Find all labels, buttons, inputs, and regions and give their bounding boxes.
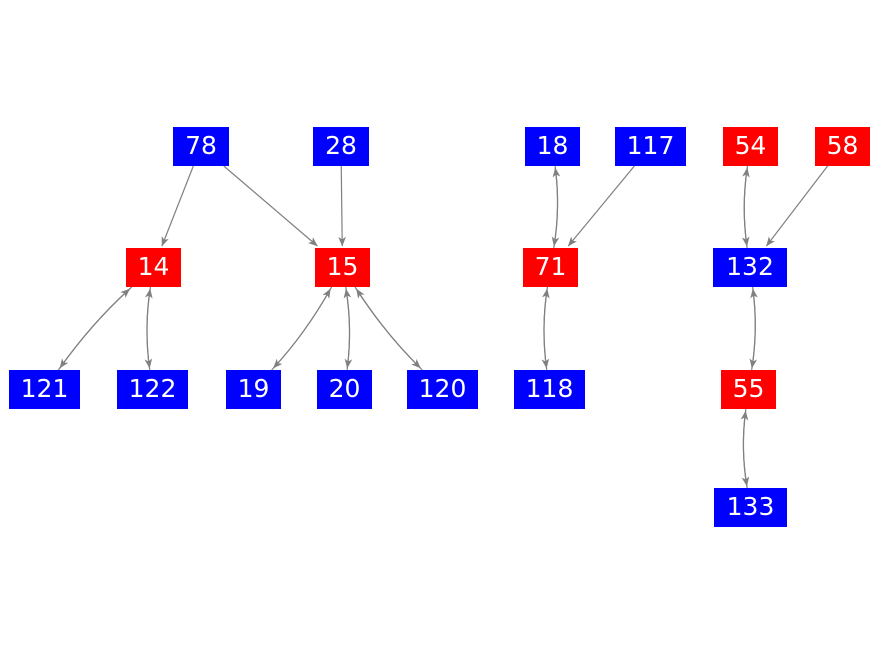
graph-node-133[interactable]: 133 <box>714 488 787 527</box>
graph-node-label: 55 <box>732 374 765 403</box>
graph-node-71[interactable]: 71 <box>523 248 578 287</box>
graph-edge-121-to-14 <box>57 288 131 371</box>
graph-node-122[interactable]: 122 <box>117 370 188 409</box>
graph-edge-15-to-19 <box>272 286 333 369</box>
graph-node-label: 18 <box>536 131 569 160</box>
graph-edge-132-to-54 <box>742 167 750 249</box>
graph-edge-122-to-14 <box>145 288 153 371</box>
graph-edge-58-to-132 <box>765 165 829 247</box>
graph-edge-28-to-15 <box>338 165 346 247</box>
graph-node-28[interactable]: 28 <box>313 127 369 166</box>
graph-node-55[interactable]: 55 <box>721 370 776 409</box>
graph-edge-71-to-18 <box>552 167 561 249</box>
graph-edge-120-to-15 <box>355 288 423 371</box>
graph-edge-55-to-132 <box>750 288 758 371</box>
graph-node-label: 20 <box>328 374 361 403</box>
graph-edge-15-to-120 <box>354 286 421 369</box>
graph-node-121[interactable]: 121 <box>9 370 80 409</box>
graph-edge-133-to-55 <box>740 410 749 489</box>
graph-edge-117-to-71 <box>567 165 635 247</box>
graph-node-label: 118 <box>525 374 574 403</box>
graph-node-54[interactable]: 54 <box>723 127 778 166</box>
graph-node-label: 78 <box>185 131 217 160</box>
graph-node-label: 121 <box>20 374 69 403</box>
graph-edge-19-to-15 <box>271 288 331 371</box>
graph-node-label: 122 <box>128 374 177 403</box>
graph-node-78[interactable]: 78 <box>173 127 229 166</box>
graph-node-label: 14 <box>137 252 170 281</box>
graph-node-118[interactable]: 118 <box>514 370 585 409</box>
graph-node-19[interactable]: 19 <box>226 370 281 409</box>
graph-node-label: 15 <box>326 252 359 281</box>
graph-node-label: 58 <box>826 131 859 160</box>
graph-edge-14-to-121 <box>59 286 133 369</box>
graph-node-14[interactable]: 14 <box>126 248 181 287</box>
graph-node-15[interactable]: 15 <box>315 248 370 287</box>
graph-edge-78-to-15 <box>223 165 318 247</box>
graph-edge-78-to-14 <box>161 165 194 247</box>
graph-node-label: 133 <box>726 492 775 521</box>
graph-node-117[interactable]: 117 <box>615 127 686 166</box>
graph-node-132[interactable]: 132 <box>713 248 787 287</box>
graph-edge-20-to-15 <box>343 288 352 371</box>
graph-node-label: 54 <box>734 131 767 160</box>
graph-node-120[interactable]: 120 <box>407 370 478 409</box>
graph-node-label: 120 <box>418 374 467 403</box>
graph-node-label: 28 <box>325 131 357 160</box>
graph-node-label: 19 <box>237 374 270 403</box>
graph-node-label: 71 <box>534 252 567 281</box>
graph-node-20[interactable]: 20 <box>317 370 372 409</box>
graph-node-18[interactable]: 18 <box>525 127 580 166</box>
edges-group <box>57 165 829 489</box>
graph-node-label: 117 <box>626 131 675 160</box>
graph-edge-118-to-71 <box>542 288 550 371</box>
graph-node-58[interactable]: 58 <box>815 127 870 166</box>
graph-node-label: 132 <box>726 252 774 281</box>
